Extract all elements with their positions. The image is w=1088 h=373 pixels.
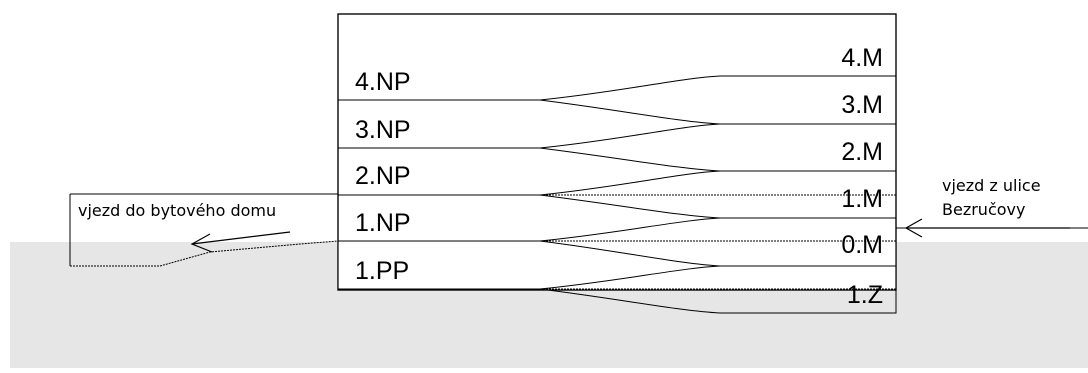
left-entry-label: vjezd do bytového domu: [78, 201, 276, 220]
level-label-1m: 1.M: [841, 185, 883, 213]
right-entry-label-line2: Bezručovy: [942, 200, 1025, 219]
right-arrow-icon: [904, 218, 1070, 238]
left-entry-box: [69, 193, 339, 267]
floor-label-1pp: 1.PP: [355, 257, 409, 285]
right-entry-label-line1: vjezd z ulice: [942, 176, 1041, 195]
level-label-0m: 0.M: [841, 231, 883, 259]
level-label-4m: 4.M: [841, 44, 883, 72]
level-label-1z: 1.Z: [847, 281, 883, 309]
ramps: [539, 75, 721, 314]
floor-label-2np: 2.NP: [355, 162, 411, 190]
lower-right-box: [720, 290, 897, 314]
left-floor-lines: [338, 99, 540, 290]
right-level-lines: [720, 75, 896, 267]
floor-label-1np: 1.NP: [355, 209, 411, 237]
floor-label-4np: 4.NP: [355, 68, 411, 96]
floor-label-3np: 3.NP: [355, 116, 411, 144]
level-label-3m: 3.M: [841, 91, 883, 119]
left-arrow-icon: [190, 231, 291, 253]
level-label-2m: 2.M: [841, 138, 883, 166]
